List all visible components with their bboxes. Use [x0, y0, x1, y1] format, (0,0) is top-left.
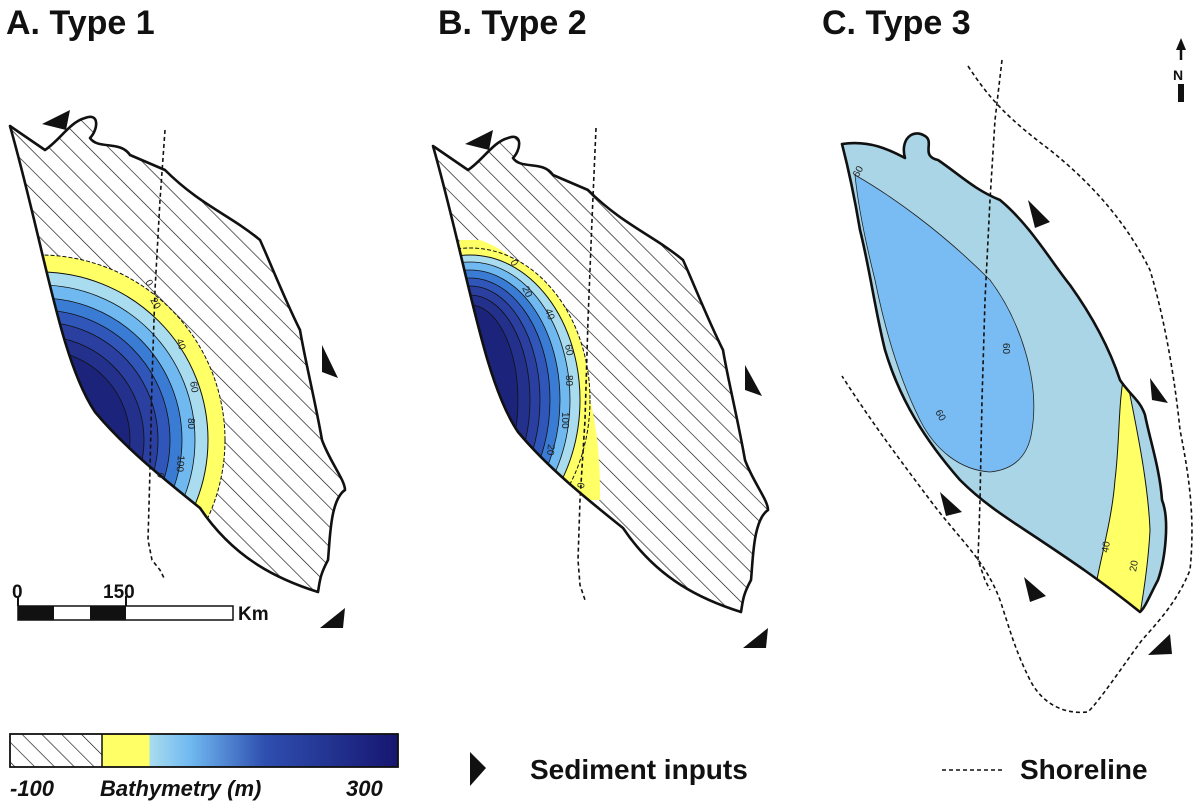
basin-outline-b: [431, 135, 770, 614]
contour-label-a-7: 0: [154, 471, 166, 479]
sediment-input-arrow-icon: [1148, 634, 1172, 655]
north-label: N: [1173, 67, 1183, 83]
sediment-input-arrow-icon: [940, 492, 962, 516]
sediment-input-arrow-icon: [1150, 378, 1168, 403]
shoreline-c: [841, 65, 1193, 714]
contour-label-b-3: 40: [542, 307, 556, 322]
sediment-input-arrow-icon: [1028, 200, 1050, 228]
contour-label-b-6: 100: [559, 412, 570, 429]
contour-label-a-4: 60: [187, 381, 200, 394]
sediment-input-arrow-icon: [465, 130, 493, 150]
scale-mid: 150: [103, 582, 135, 603]
panel-b-title: B. Type 2: [438, 4, 587, 42]
bathymetry-label: Bathymetry (m): [100, 776, 261, 801]
contour-label-c-1: 60: [851, 164, 866, 180]
contour-label-c-3: 60: [932, 408, 947, 424]
panel-a-title: A. Type 1: [6, 4, 155, 42]
sediment-input-arrow-icon: [1024, 577, 1046, 602]
land-area-b: [433, 136, 768, 612]
sediment-input-legend-icon: [470, 752, 486, 786]
contour-label-a-6: 100: [174, 455, 186, 473]
north-arrow-icon: [1176, 38, 1186, 102]
sediment-input-arrow-icon: [320, 608, 345, 628]
contour-label-b-7: 20: [544, 444, 556, 456]
sediment-input-arrow-icon: [745, 365, 762, 396]
contour-label-b-4: 60: [562, 344, 575, 357]
panel-c-map: 60 60 60 40 20: [840, 59, 1193, 714]
contour-label-a-3: 40: [173, 337, 187, 352]
sediment-input-arrow-icon: [322, 345, 338, 378]
sediment-input-arrow-icon: [743, 628, 768, 648]
bathymetry-min-label: -100: [10, 776, 55, 801]
basin-c: [842, 133, 1167, 613]
basin-outline-c: [840, 132, 1168, 614]
contour-label-a-5: 80: [185, 418, 196, 430]
panel-c-title: C. Type 3: [822, 4, 971, 42]
sediment-input-arrow-icon: [42, 110, 70, 130]
scale-unit: Km: [238, 604, 269, 625]
contour-label-b-1: 0: [507, 258, 520, 269]
panel-a-map: 0 20 40 60 80 100 0: [8, 110, 347, 628]
scale-bar: [17, 596, 234, 621]
basin-outline-a: [8, 115, 347, 594]
shoreline-b: [577, 127, 597, 601]
contour-label-b-8: 0: [574, 481, 586, 489]
bathymetry-legend: [9, 733, 399, 768]
contour-label-c-4: 40: [1100, 540, 1113, 553]
contour-label-b-2: 20: [519, 285, 534, 300]
scale-zero: 0: [12, 582, 23, 603]
shoreline-a: [147, 129, 166, 581]
contour-label-c-5: 20: [1128, 559, 1141, 572]
panel-b-map: 0 20 40 60 80 100 20 0: [431, 127, 770, 648]
shoreline-label: Shoreline: [1020, 754, 1148, 785]
contour-label-c-2: 60: [1000, 343, 1011, 355]
sediment-inputs-label: Sediment inputs: [530, 754, 748, 785]
contour-label-b-5: 80: [563, 375, 574, 387]
bathymetry-max-label: 300: [346, 776, 383, 801]
contour-label-a-2: 20: [147, 296, 162, 312]
contour-label-a-1: 0: [142, 278, 155, 289]
shoreline-c-inner: [977, 59, 1003, 591]
